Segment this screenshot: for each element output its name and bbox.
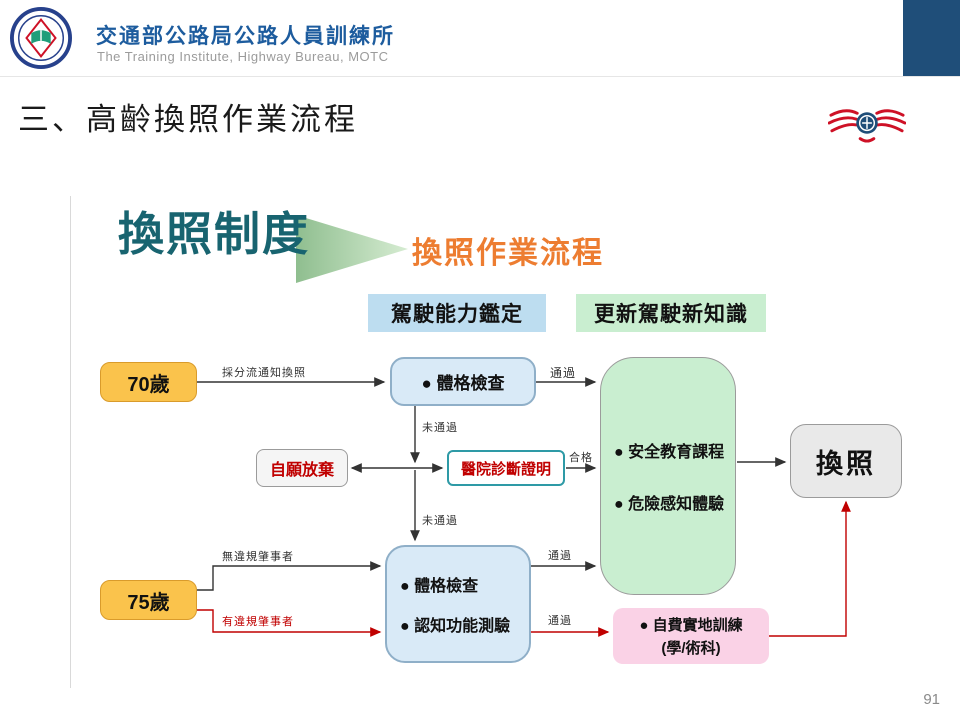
green-arrow-shape — [296, 215, 408, 283]
highway-bureau-wings-icon — [828, 109, 906, 143]
header: 交通部公路局公路人員訓練所 The Training Institute, Hi… — [0, 0, 960, 77]
content-divider-line — [70, 196, 71, 688]
physical-cognitive-box: ● 體格檢查 ● 認知功能測驗 — [385, 545, 531, 663]
label-qualified: 合格 — [569, 452, 593, 464]
page-number: 91 — [923, 691, 940, 708]
label-fail-2: 未通過 — [422, 515, 458, 527]
label-no-violation: 無違規肇事者 — [222, 551, 294, 563]
org-name-en: The Training Institute, Highway Bureau, … — [97, 49, 389, 64]
label-pass-top: 通過 — [550, 366, 577, 380]
org-name-zh: 交通部公路局公路人員訓練所 — [96, 25, 395, 48]
label-fail-1: 未通過 — [422, 422, 458, 434]
hospital-certificate-box: 醫院診斷證明 — [447, 450, 565, 486]
label-pass-bottom: 通過 — [548, 615, 572, 627]
column-header-knowledge: 更新駕駛新知識 — [576, 294, 766, 332]
slide-title: 三、高齡換照作業流程 — [18, 102, 358, 137]
header-accent-bar — [903, 0, 960, 76]
label-pass-mid: 通過 — [548, 550, 572, 562]
self-paid-training-line2: (學/術科) — [661, 640, 721, 657]
self-paid-training-box: ● 自費實地訓練 (學/術科) — [613, 608, 769, 664]
age-70-box: 70歲 — [100, 362, 197, 402]
education-experience-box: ● 安全教育課程 ● 危險感知體驗 — [600, 357, 736, 595]
column-header-assessment: 駕駛能力鑑定 — [368, 294, 546, 332]
physical-check-item: ● 體格檢查 — [400, 578, 479, 595]
safety-education-item: ● 安全教育課程 — [614, 444, 725, 461]
hazard-perception-item: ● 危險感知體驗 — [614, 496, 725, 513]
renew-license-box: 換照 — [790, 424, 902, 498]
self-paid-training-line1: ● 自費實地訓練 — [639, 617, 743, 634]
diagram-heading-primary: 換照制度 — [118, 208, 310, 260]
diagram-heading-secondary: 換照作業流程 — [412, 237, 604, 270]
physical-check-box: ● 體格檢查 — [390, 357, 536, 406]
cognitive-test-item: ● 認知功能測驗 — [400, 618, 511, 635]
age-75-box: 75歲 — [100, 580, 197, 620]
label-violation: 有違規肇事者 — [222, 616, 294, 628]
label-notify-renewal: 採分流通知換照 — [222, 367, 306, 379]
institute-logo-icon — [10, 7, 72, 69]
voluntary-give-up-box: 自願放棄 — [256, 449, 348, 487]
